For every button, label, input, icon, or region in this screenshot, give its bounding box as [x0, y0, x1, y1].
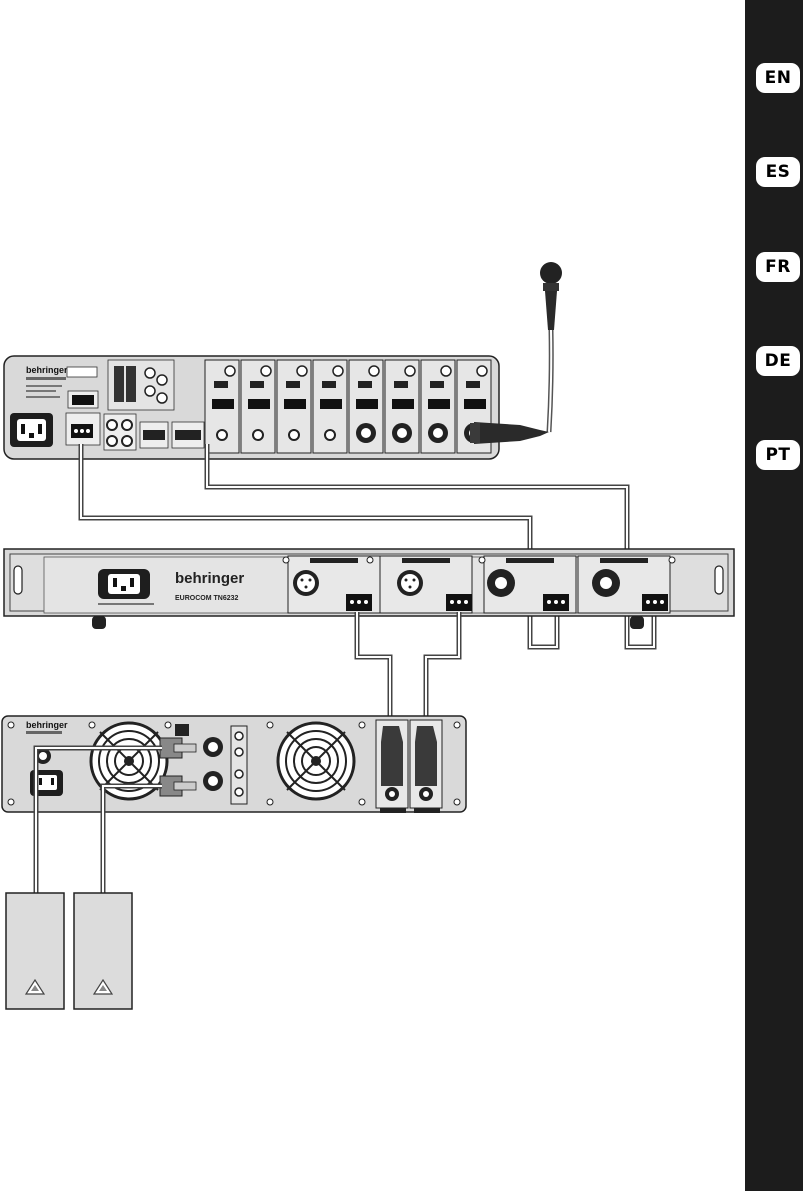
mixer-device: behringer: [4, 356, 549, 459]
transport-brand: behringer: [175, 570, 244, 587]
lang-tab-pt[interactable]: PT: [756, 440, 800, 470]
mixer-brand: behringer: [26, 365, 68, 375]
transport-model: EUROCOM TN6232: [175, 595, 239, 602]
xlr-mic-plug: [470, 422, 549, 444]
mixer-power-inlet: [10, 413, 53, 447]
speaker-right: [74, 893, 132, 1009]
lang-tab-fr[interactable]: FR: [756, 252, 800, 282]
microphone: [540, 262, 562, 432]
lang-tab-es[interactable]: ES: [756, 157, 800, 187]
amplifier-brand: behringer: [26, 720, 68, 730]
language-sidebar: EN ES FR DE PT: [745, 0, 803, 1191]
amplifier-device: behringer: [2, 716, 466, 813]
fan-right: [278, 723, 354, 799]
speaker-left: [6, 893, 64, 1009]
wiring-diagram: behringer: [0, 0, 745, 1191]
lang-tab-de[interactable]: DE: [756, 346, 800, 376]
lang-tab-en[interactable]: EN: [756, 63, 800, 93]
audio-cables: [357, 612, 459, 726]
